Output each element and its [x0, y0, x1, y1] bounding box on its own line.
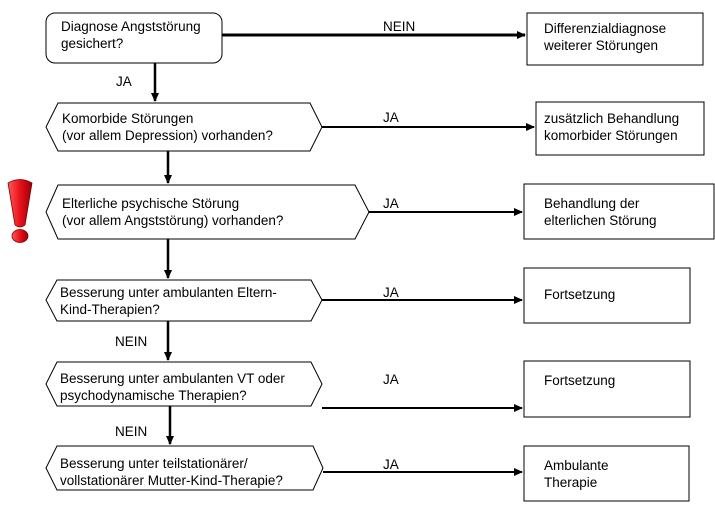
- outcome-2-line-1: zusätzlich Behandlung: [544, 111, 680, 126]
- edge-label-right-1: NEIN: [383, 19, 416, 34]
- decision-3-line-2: (vor allem Angststörung) vorhanden?: [62, 213, 284, 228]
- decision-3-line-1: Elterliche psychische Störung: [62, 196, 240, 211]
- decision-text-4: Besserung unter ambulanten Eltern- Kind-…: [60, 284, 277, 318]
- decision-4-line-2: Kind-Therapien?: [60, 302, 160, 317]
- outcome-text-5: Fortsetzung: [544, 372, 615, 389]
- decision-1-line-1: Diagnose Angststörung: [61, 19, 201, 34]
- edge-label-right-6: JA: [383, 457, 399, 472]
- decision-box-4: [45, 279, 323, 322]
- decision-5-line-1: Besserung unter ambulanten VT oder: [60, 371, 285, 386]
- edge-label-right-5: JA: [383, 372, 399, 387]
- edge-label-down-1: JA: [116, 74, 132, 89]
- outcome-text-2: zusätzlich Behandlung komorbider Störung…: [544, 110, 679, 144]
- edge-label-right-3: JA: [383, 196, 399, 211]
- decision-6-line-2: vollstationärer Mutter-Kind-Therapie?: [60, 473, 283, 488]
- outcome-text-1: Differenzialdiagnose weiterer Störungen: [544, 20, 666, 54]
- outcome-box-4: [523, 267, 691, 324]
- decision-1-line-2: gesichert?: [61, 36, 124, 51]
- decision-box-3: [45, 184, 370, 240]
- decision-text-5: Besserung unter ambulanten VT oder psych…: [60, 370, 285, 404]
- outcome-2-line-2: komorbider Störungen: [544, 128, 678, 143]
- outcome-6-line-1: Ambulante: [544, 458, 609, 473]
- outcome-1-line-1: Differenzialdiagnose: [544, 21, 667, 36]
- decision-text-3: Elterliche psychische Störung (vor allem…: [62, 195, 283, 229]
- decision-box-1: [45, 12, 223, 64]
- edge-label-down-3: NEIN: [115, 424, 148, 439]
- outcome-1-line-2: weiterer Störungen: [544, 38, 659, 53]
- decision-text-6: Besserung unter teilstationärer/ vollsta…: [60, 455, 283, 489]
- outcome-box-2: [535, 101, 705, 156]
- edge-label-right-2: JA: [383, 110, 399, 125]
- outcome-text-3: Behandlung der elterlichen Störung: [544, 195, 657, 229]
- outcome-text-6: Ambulante Therapie: [544, 457, 609, 491]
- outcome-4-line-1: Fortsetzung: [544, 287, 616, 302]
- outcome-6-line-2: Therapie: [544, 475, 598, 490]
- outcome-box-1: [526, 12, 704, 66]
- decision-5-line-2: psychodynamische Therapien?: [60, 388, 247, 403]
- decision-text-1: Diagnose Angststörung gesichert?: [61, 18, 201, 52]
- exclamation-icon: [7, 179, 33, 243]
- outcome-box-6: [523, 445, 690, 502]
- outcome-3-line-2: elterlichen Störung: [544, 213, 657, 228]
- outcome-text-4: Fortsetzung: [544, 286, 615, 303]
- decision-box-5: [45, 361, 323, 407]
- decision-6-line-1: Besserung unter teilstationärer/: [60, 456, 248, 471]
- decision-box-2: [45, 102, 323, 152]
- outcome-5-line-1: Fortsetzung: [544, 373, 616, 388]
- outcome-box-3: [523, 183, 715, 240]
- decision-box-6: [45, 445, 324, 491]
- edge-label-down-2: NEIN: [115, 334, 148, 349]
- outcome-box-5: [523, 360, 691, 418]
- decision-text-2: Komorbide Störungen (vor allem Depressio…: [62, 110, 273, 144]
- edge-label-right-4: JA: [383, 285, 399, 300]
- decision-2-line-1: Komorbide Störungen: [62, 111, 194, 126]
- decision-2-line-2: (vor allem Depression) vorhanden?: [62, 128, 273, 143]
- outcome-3-line-1: Behandlung der: [544, 196, 640, 211]
- decision-4-line-1: Besserung unter ambulanten Eltern-: [60, 285, 277, 300]
